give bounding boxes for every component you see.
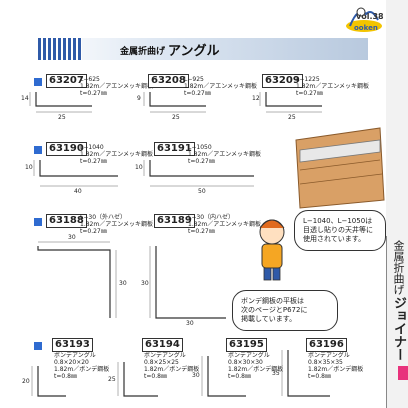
product-code: 63190	[46, 142, 87, 156]
side-divider	[386, 236, 408, 408]
side-strip	[386, 0, 408, 408]
product-code: 63194	[142, 338, 183, 352]
dimension-label: 12	[252, 95, 260, 102]
product-code: 63191	[154, 142, 195, 156]
page-title: アングル	[168, 44, 220, 59]
ceiling-illustration	[295, 127, 385, 209]
side-category-label: 金属折曲げ	[392, 240, 405, 295]
side-marker	[398, 366, 408, 380]
bullet-icon	[34, 218, 42, 226]
volume-label: vol.38	[356, 12, 384, 21]
dimension-label: 40	[74, 188, 82, 195]
dimension-label: 14	[21, 95, 29, 102]
product-code: 63196	[306, 338, 347, 352]
product-code: 63207	[46, 74, 87, 88]
dimension-label: 30	[192, 372, 200, 379]
note-line: 使用されています。	[303, 235, 366, 243]
product-code: 63195	[226, 338, 267, 352]
bullet-icon	[34, 342, 42, 350]
dimension-label: 25	[58, 114, 66, 121]
dimension-label: 25	[108, 376, 116, 383]
dimension-label: 30	[141, 280, 149, 287]
bullet-icon	[34, 78, 42, 86]
dimension-label: 25	[288, 114, 296, 121]
dimension-label: 10	[135, 164, 143, 171]
dimension-label: 30	[68, 234, 76, 241]
dimension-label: 30	[119, 280, 127, 287]
svg-text:ooken: ooken	[354, 24, 378, 32]
note-line: 目透し貼りの天井等に	[303, 226, 373, 234]
brand-logo: ooken	[344, 4, 388, 34]
dimension-label: 9	[137, 95, 141, 102]
product-code: 63189	[154, 214, 195, 228]
side-section-label: ジョイナー	[391, 296, 406, 361]
bullet-icon	[34, 146, 42, 154]
dimension-label: 20	[22, 378, 30, 385]
product-code: 63193	[52, 338, 93, 352]
product-code: 63209	[262, 74, 303, 88]
title-bar-pattern	[38, 38, 82, 60]
product-code: 63188	[46, 214, 87, 228]
dimension-label: 10	[25, 164, 33, 171]
dimension-label: 50	[198, 188, 206, 195]
note-line: ボンデ鋼板の平板は	[241, 297, 304, 305]
dimension-label: 35	[272, 370, 280, 377]
note-line: 次のページとP672に	[241, 306, 308, 314]
info-bubble: ボンデ鋼板の平板は 次のページとP672に 掲載しています。	[232, 290, 338, 331]
dimension-label: 25	[172, 114, 180, 121]
note-line: L−1040、L−1050は	[303, 217, 373, 225]
mascot-illustration	[259, 219, 285, 281]
note-line: 掲載しています。	[241, 315, 297, 323]
page-subtitle: 金属折曲げ	[120, 47, 166, 57]
info-bubble: L−1040、L−1050は 目透し貼りの天井等に 使用されています。	[294, 210, 386, 251]
title-bar	[38, 38, 368, 60]
product-code: 63208	[148, 74, 189, 88]
dimension-label: 30	[186, 320, 194, 327]
